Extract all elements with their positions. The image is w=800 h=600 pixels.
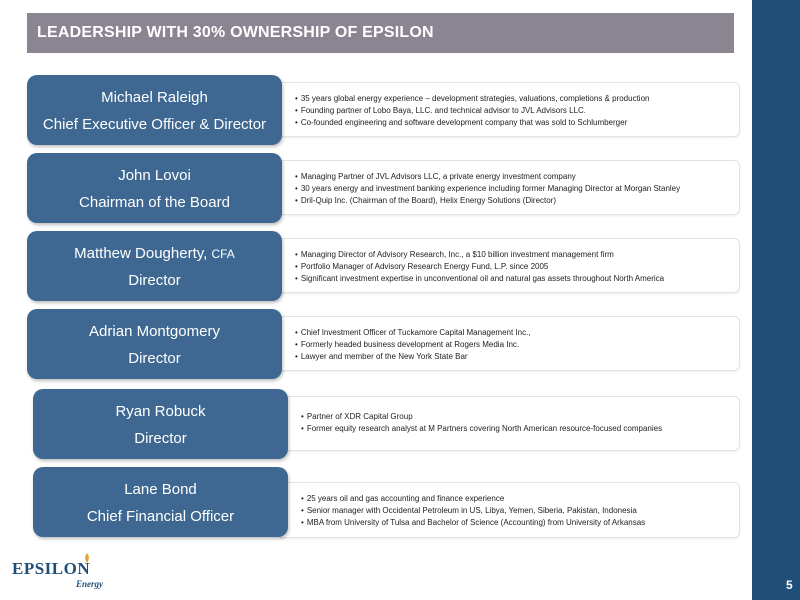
bio-bullet: Significant investment expertise in unco… (295, 273, 664, 285)
bio-list: 35 years global energy experience – deve… (295, 93, 650, 129)
title-bar: LEADERSHIP WITH 30% OWNERSHIP OF EPSILON (27, 13, 734, 53)
bio-bullet: Dril-Quip Inc. (Chairman of the Board), … (295, 195, 680, 207)
person-role: Chief Executive Officer & Director (42, 116, 267, 133)
bio-list: 25 years oil and gas accounting and fina… (301, 493, 645, 529)
person-role: Director (134, 430, 187, 447)
bio-list: Partner of XDR Capital Group Former equi… (301, 411, 662, 435)
right-accent-bar (752, 0, 800, 600)
name-box-5: Ryan Robuck Director (33, 389, 288, 459)
bio-bullet: Managing Director of Advisory Research, … (295, 249, 664, 261)
logo-wordmark: EPSILON (12, 559, 91, 578)
bio-panel-1: 35 years global energy experience – deve… (270, 82, 740, 137)
bio-bullet: Partner of XDR Capital Group (301, 411, 662, 423)
bio-bullet: 25 years oil and gas accounting and fina… (301, 493, 645, 505)
person-credential: CFA (211, 247, 235, 261)
person-role: Director (128, 272, 181, 289)
bio-bullet: Former equity research analyst at M Part… (301, 423, 662, 435)
person-role: Chairman of the Board (79, 194, 230, 211)
name-box-4: Adrian Montgomery Director (27, 309, 282, 379)
name-box-6: Lane Bond Chief Financial Officer (33, 467, 288, 537)
name-box-2: John Lovoi Chairman of the Board (27, 153, 282, 223)
name-box-1: Michael Raleigh Chief Executive Officer … (27, 75, 282, 145)
bio-bullet: Senior manager with Occidental Petroleum… (301, 505, 645, 517)
bio-bullet: Co-founded engineering and software deve… (295, 117, 649, 129)
bio-bullet: MBA from University of Tulsa and Bachelo… (301, 517, 645, 529)
bio-bullet: Chief Investment Officer of Tuckamore Ca… (295, 327, 531, 339)
person-name: John Lovoi (118, 167, 191, 184)
person-name: Lane Bond (124, 481, 197, 498)
bio-bullet: Formerly headed business development at … (295, 339, 531, 351)
bio-bullet: Founding partner of Lobo Baya, LLC. and … (295, 105, 649, 117)
bio-panel-6: 25 years oil and gas accounting and fina… (276, 482, 740, 538)
epsilon-energy-logo: EPSILON Energy (12, 553, 112, 593)
bio-bullet: Lawyer and member of the New York State … (295, 351, 531, 363)
person-name: Ryan Robuck (115, 403, 206, 420)
person-name: Matthew Dougherty, (74, 245, 208, 262)
person-name: Michael Raleigh (101, 89, 208, 106)
bio-panel-3: Managing Director of Advisory Research, … (270, 238, 740, 293)
bio-bullet: Managing Partner of JVL Advisors LLC, a … (295, 171, 680, 183)
bio-panel-5: Partner of XDR Capital Group Former equi… (276, 396, 740, 451)
bio-list: Managing Partner of JVL Advisors LLC, a … (295, 171, 680, 207)
bio-panel-2: Managing Partner of JVL Advisors LLC, a … (270, 160, 740, 215)
bio-panel-4: Chief Investment Officer of Tuckamore Ca… (270, 316, 740, 371)
bio-list: Chief Investment Officer of Tuckamore Ca… (295, 327, 531, 363)
person-name: Adrian Montgomery (89, 323, 220, 340)
page-title: LEADERSHIP WITH 30% OWNERSHIP OF EPSILON (37, 24, 434, 41)
bio-bullet: 30 years energy and investment banking e… (295, 183, 680, 195)
person-role: Director (128, 350, 181, 367)
bio-bullet: Portfolio Manager of Advisory Research E… (295, 261, 664, 273)
person-role: Chief Financial Officer (86, 508, 235, 525)
flame-icon (85, 553, 89, 563)
bio-list: Managing Director of Advisory Research, … (295, 249, 664, 285)
person-name-line: Matthew Dougherty, CFA (27, 245, 282, 262)
bio-bullet: 35 years global energy experience – deve… (295, 93, 650, 105)
logo-subtitle: Energy (76, 579, 103, 589)
page-number: 5 (786, 578, 793, 592)
name-box-3: Matthew Dougherty, CFA Director (27, 231, 282, 301)
